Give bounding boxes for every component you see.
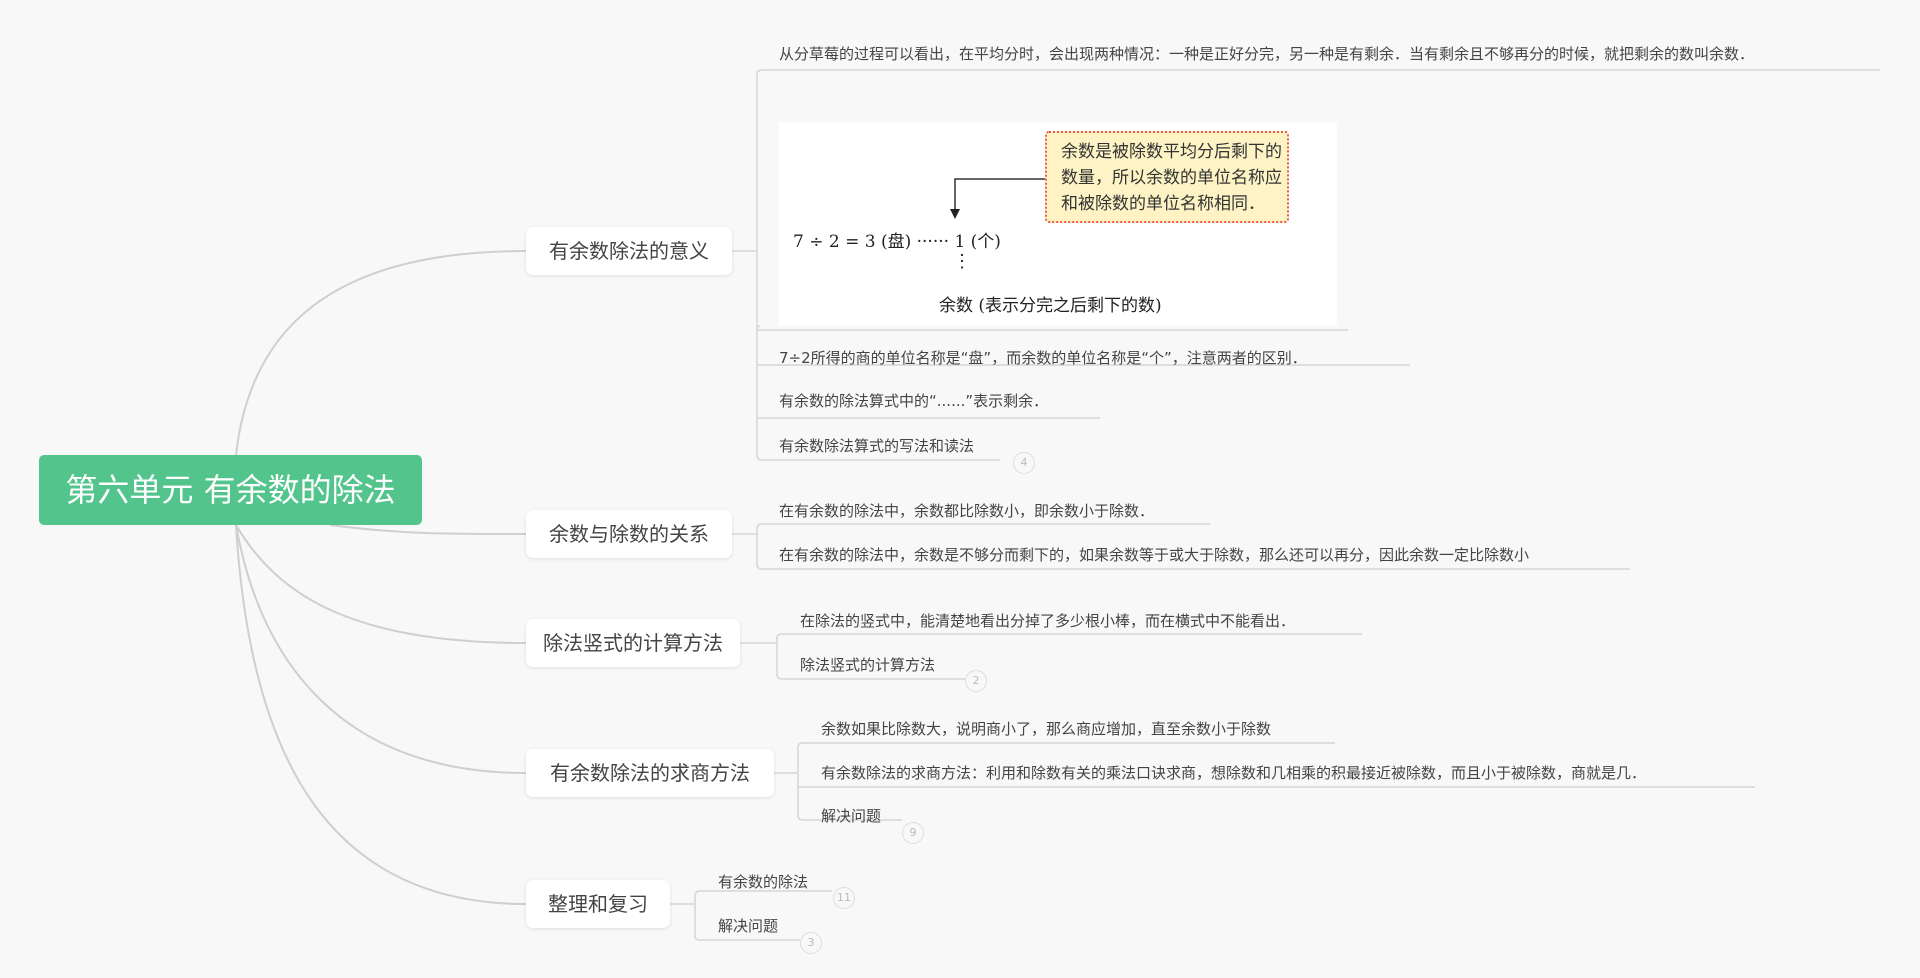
leaf-quotient-rule[interactable]: 有余数除法的求商方法：利用和除数有关的乘法口诀求商，想除数和几相乘的积最接近被除… <box>821 764 1647 782</box>
leaf-write-read[interactable]: 有余数除法算式的写法和读法 <box>779 437 975 455</box>
leaf-solve-problems[interactable]: 解决问题 <box>821 807 882 825</box>
branch-meaning[interactable]: 有余数除法的意义 <box>526 227 732 275</box>
leaf-quotient-increase[interactable]: 余数如果比除数大，说明商小了，那么商应增加，直至余数小于除数 <box>821 720 1272 738</box>
collapsed-count-badge[interactable]: 3 <box>800 932 822 954</box>
leaf-vertical-advantage[interactable]: 在除法的竖式中，能清楚地看出分掉了多少根小棒，而在横式中不能看出． <box>800 612 1296 630</box>
leaf-review-problems[interactable]: 解决问题 <box>718 917 779 935</box>
remainder-illustration[interactable]: 余数是被除数平均分后剩下的 数量，所以余数的单位名称应 和被除数的单位名称相同．… <box>779 123 1337 325</box>
note-line: 数量，所以余数的单位名称应 <box>1061 168 1282 188</box>
branch-quotient-method[interactable]: 有余数除法的求商方法 <box>526 749 774 797</box>
vertical-dots-icon: ⋮ <box>953 251 971 272</box>
arrow-icon <box>950 178 1045 219</box>
collapsed-count-badge[interactable]: 4 <box>1013 452 1035 474</box>
note-line: 余数是被除数平均分后剩下的 <box>1061 142 1282 162</box>
leaf-review-division[interactable]: 有余数的除法 <box>718 873 809 891</box>
division-equation: 7 ÷ 2 = 3 (盘) ······ 1 (个) <box>793 232 1001 252</box>
note-line: 和被除数的单位名称相同． <box>1061 194 1265 214</box>
branch-review[interactable]: 整理和复习 <box>526 880 670 928</box>
collapsed-count-badge[interactable]: 9 <box>902 822 924 844</box>
remainder-label: 余数 (表示分完之后剩下的数) <box>939 296 1162 316</box>
branch-vertical-form[interactable]: 除法竖式的计算方法 <box>526 619 740 667</box>
leaf-remainder-reason[interactable]: 在有余数的除法中，余数是不够分而剩下的，如果余数等于或大于除数，那么还可以再分，… <box>779 546 1530 564</box>
collapsed-count-badge[interactable]: 2 <box>965 670 987 692</box>
leaf-unit-difference[interactable]: 7÷2所得的商的单位名称是“盘”，而余数的单位名称是“个”，注意两者的区别． <box>779 349 1307 367</box>
root-topic[interactable]: 第六单元 有余数的除法 <box>39 455 422 525</box>
leaf-definition[interactable]: 从分草莓的过程可以看出，在平均分时，会出现两种情况：一种是正好分完，另一种是有剩… <box>779 45 1755 63</box>
note-callout: 余数是被除数平均分后剩下的 数量，所以余数的单位名称应 和被除数的单位名称相同． <box>1045 131 1289 223</box>
collapsed-count-badge[interactable]: 11 <box>833 887 855 909</box>
leaf-remainder-smaller[interactable]: 在有余数的除法中，余数都比除数小，即余数小于除数． <box>779 502 1155 520</box>
leaf-vertical-method[interactable]: 除法竖式的计算方法 <box>800 656 936 674</box>
branch-remainder-divisor[interactable]: 余数与除数的关系 <box>526 510 732 558</box>
leaf-ellipsis-meaning[interactable]: 有余数的除法算式中的“......”表示剩余． <box>779 392 1049 410</box>
